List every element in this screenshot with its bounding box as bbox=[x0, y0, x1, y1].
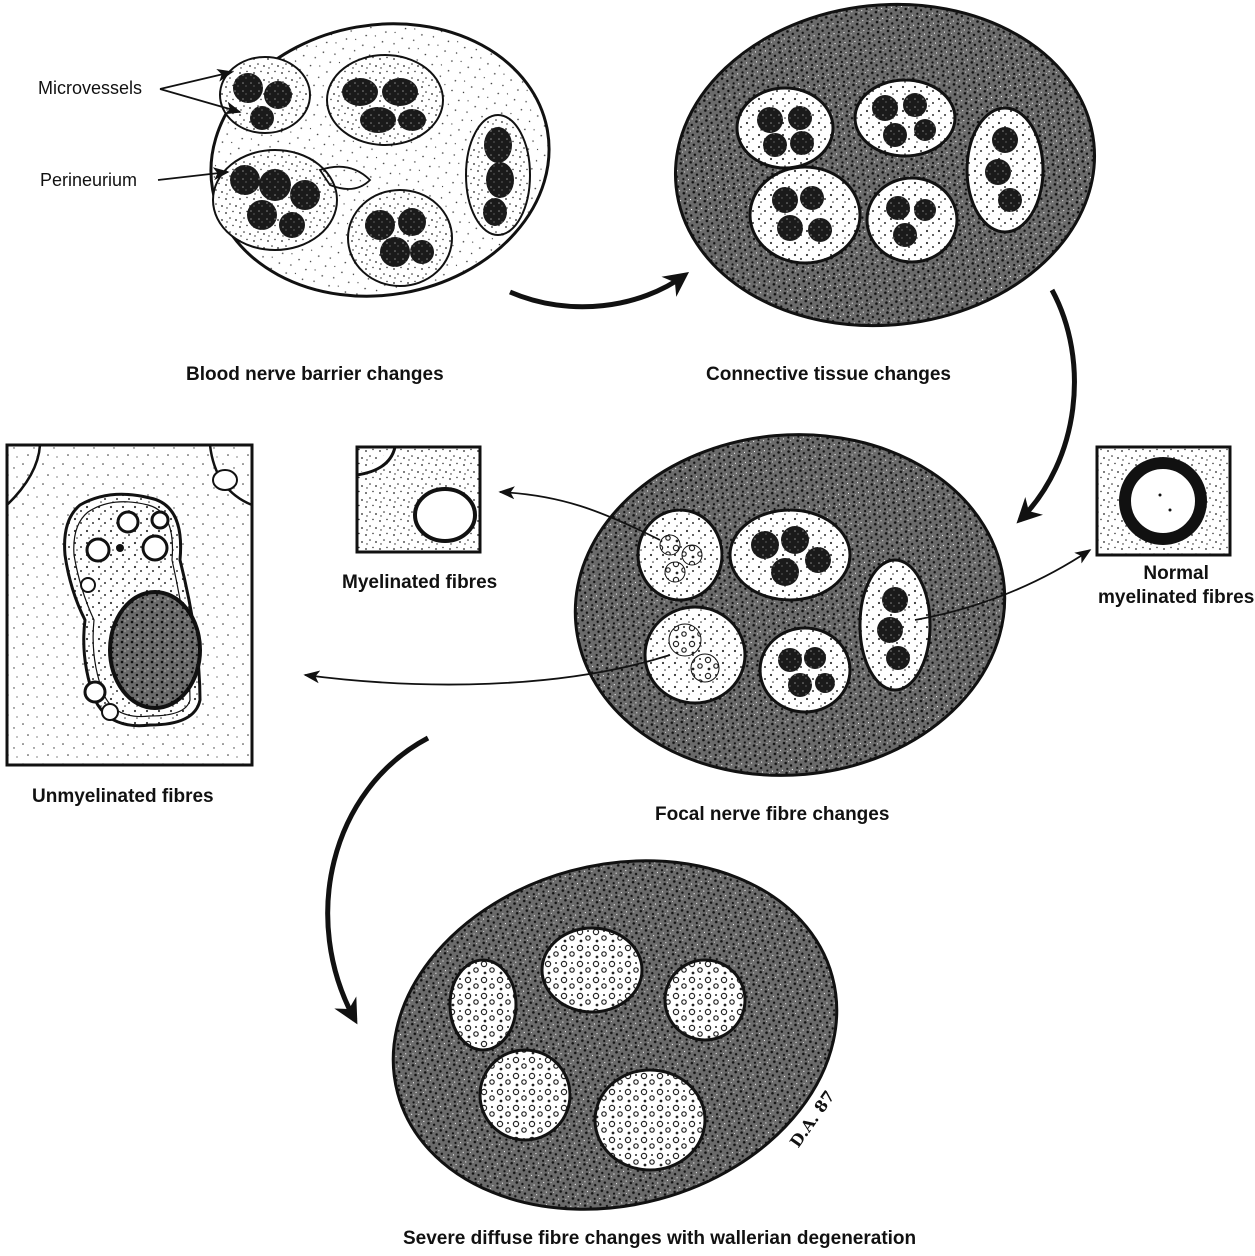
fascicle bbox=[737, 88, 833, 168]
fascicle bbox=[450, 960, 516, 1050]
fascicle bbox=[480, 1050, 570, 1140]
normal-myelinated-line2: myelinated fibres bbox=[1098, 586, 1254, 610]
progression-arrow bbox=[510, 275, 685, 307]
fascicle bbox=[860, 560, 930, 690]
myelinated-fibres-inset bbox=[357, 447, 480, 552]
fascicle bbox=[750, 167, 860, 263]
fascicle bbox=[638, 510, 722, 600]
blood-nerve-barrier-cross-section bbox=[189, 0, 571, 322]
fascicle bbox=[645, 607, 745, 703]
fascicle bbox=[220, 57, 310, 133]
fascicle bbox=[730, 510, 850, 600]
fascicle bbox=[867, 178, 957, 262]
fascicle bbox=[760, 628, 850, 712]
fascicle bbox=[348, 190, 452, 286]
focal-nerve-fibre-caption: Focal nerve fibre changes bbox=[655, 804, 889, 826]
fascicle bbox=[466, 115, 530, 235]
fascicle bbox=[665, 960, 745, 1040]
microvessels-label: Microvessels bbox=[38, 78, 142, 99]
blood-nerve-barrier-caption: Blood nerve barrier changes bbox=[186, 364, 444, 386]
fascicle bbox=[213, 150, 337, 250]
fascicle bbox=[542, 928, 642, 1012]
normal-myelinated-fibres-caption: Normal myelinated fibres bbox=[1098, 562, 1254, 610]
severe-diffuse-caption: Severe diffuse fibre changes with waller… bbox=[403, 1228, 916, 1250]
fascicle bbox=[967, 108, 1043, 232]
unmyelinated-fibres-caption: Unmyelinated fibres bbox=[32, 786, 214, 808]
unmyelinated-fibres-inset bbox=[7, 445, 252, 765]
progression-arrow bbox=[328, 738, 428, 1020]
connective-tissue-cross-section bbox=[659, 0, 1110, 346]
fascicle bbox=[595, 1070, 705, 1170]
severe-diffuse-cross-section bbox=[354, 813, 877, 1256]
focal-nerve-fibre-cross-section bbox=[561, 417, 1019, 793]
progression-arrow bbox=[1020, 290, 1074, 520]
myelinated-fibres-caption: Myelinated fibres bbox=[342, 572, 497, 594]
normal-myelinated-line1: Normal bbox=[1098, 562, 1254, 586]
connective-tissue-caption: Connective tissue changes bbox=[706, 364, 951, 386]
normal-myelinated-fibres-inset bbox=[1097, 447, 1230, 555]
fascicle bbox=[327, 55, 443, 145]
fascicle bbox=[855, 80, 955, 156]
perineurium-label: Perineurium bbox=[40, 170, 137, 191]
